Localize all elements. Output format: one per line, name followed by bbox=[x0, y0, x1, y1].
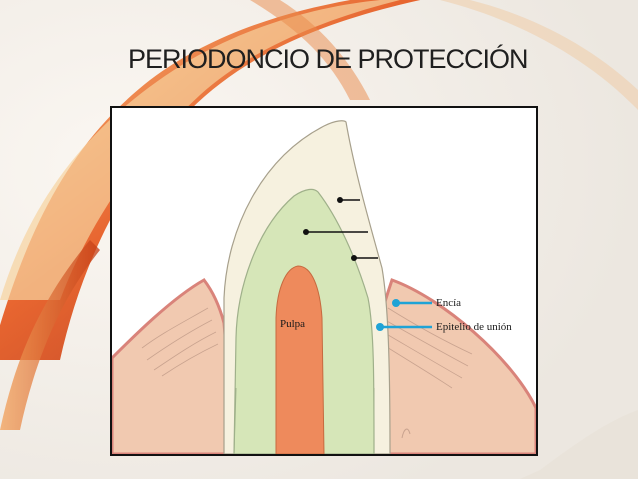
leader-lines bbox=[303, 197, 378, 261]
pointer-dot bbox=[376, 323, 384, 331]
leader-dot bbox=[351, 255, 357, 261]
blue-pointers bbox=[376, 299, 432, 331]
pulp bbox=[275, 265, 325, 454]
label-pulpa: Pulpa bbox=[280, 318, 305, 330]
leader-dot bbox=[303, 229, 309, 235]
label-encia: Encía bbox=[436, 297, 461, 309]
root-outline bbox=[233, 387, 375, 454]
bone-detail bbox=[401, 428, 411, 439]
diagram-frame: Pulpa Encía Epitelio de unión bbox=[110, 106, 538, 456]
tooth-diagram: Pulpa Encía Epitelio de unión bbox=[112, 108, 536, 454]
pointer-dot bbox=[392, 299, 400, 307]
slide-title: PERIODONCIO DE PROTECCIÓN bbox=[128, 44, 529, 74]
leader-dot bbox=[337, 197, 343, 203]
label-epitelio-de-union: Epitelio de unión bbox=[436, 321, 512, 333]
gingiva-left-fibers bbox=[141, 307, 219, 377]
